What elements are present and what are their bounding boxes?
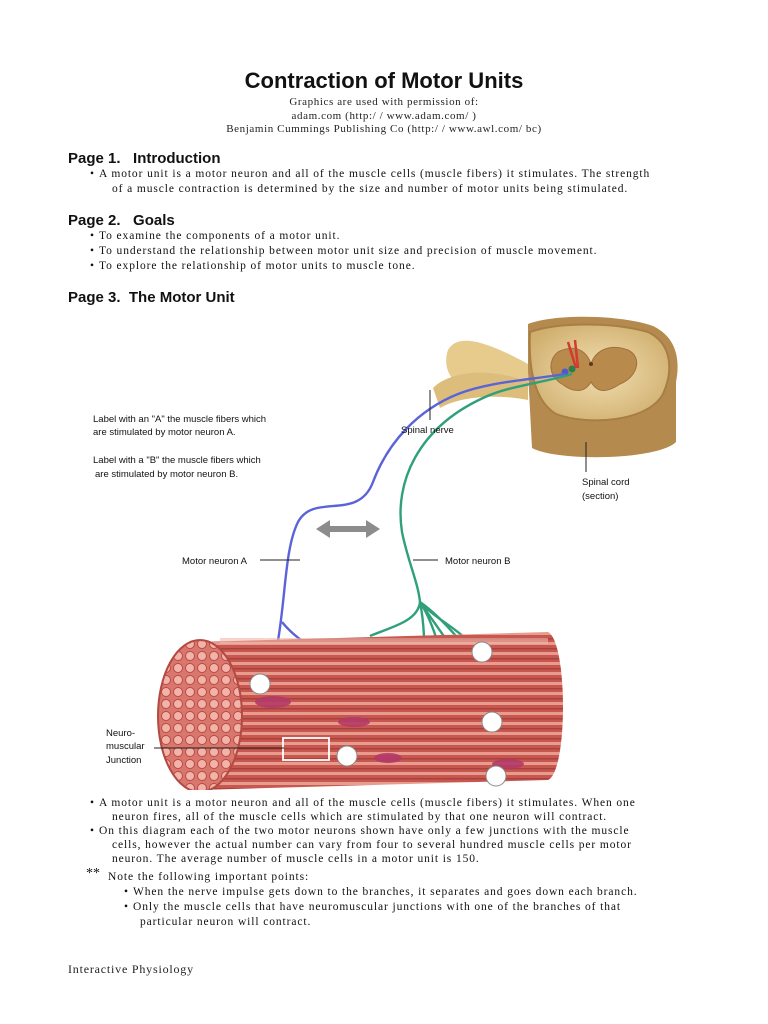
motor-unit-diagram: Label with an "A" the muscle fibers whic… bbox=[93, 316, 678, 790]
intro-text-2: of a muscle contraction is determined by… bbox=[112, 183, 629, 195]
instruction-a-line1: Label with an "A" the muscle fibers whic… bbox=[93, 414, 266, 425]
goal-text: To examine the components of a motor uni… bbox=[99, 230, 341, 242]
nmj-label-2: muscular bbox=[106, 741, 145, 752]
spinal-cord-label: Spinal cord bbox=[582, 477, 630, 488]
instruction-b-line1: Label with a "B" the muscle fibers which bbox=[93, 455, 261, 466]
point-text-2b: particular neuron will contract. bbox=[140, 916, 312, 928]
spinal-cord-section bbox=[528, 316, 678, 458]
intro-heading: Page 1. Introduction bbox=[68, 150, 221, 167]
label-circle[interactable] bbox=[336, 745, 358, 767]
note-text: A motor unit is a motor neuron and all o… bbox=[99, 797, 636, 809]
note-bullet-2: •On this diagram each of the two motor n… bbox=[90, 825, 630, 837]
note-text: On this diagram each of the two motor ne… bbox=[99, 825, 630, 837]
intro-bullet: •A motor unit is a motor neuron and all … bbox=[90, 168, 651, 180]
goals-heading: Page 2. Goals bbox=[68, 212, 175, 229]
goal-item: •To explore the relationship of motor un… bbox=[90, 260, 416, 272]
label-circle[interactable] bbox=[249, 673, 271, 695]
instruction-b-line2: are stimulated by motor neuron B. bbox=[95, 469, 238, 480]
motor-unit-heading: Page 3. The Motor Unit bbox=[68, 289, 235, 306]
credit-line-3: Benjamin Cummings Publishing Co (http:/ … bbox=[226, 123, 542, 135]
page-title: Contraction of Motor Units bbox=[244, 68, 524, 93]
double-arrow-icon bbox=[316, 520, 380, 538]
label-circle[interactable] bbox=[485, 765, 507, 787]
goal-item: •To examine the components of a motor un… bbox=[90, 230, 341, 242]
footer-text: Interactive Physiology bbox=[68, 962, 194, 976]
nerve-trunk bbox=[433, 372, 528, 408]
note-bullet-1: •A motor unit is a motor neuron and all … bbox=[90, 797, 636, 809]
goal-item: •To understand the relationship between … bbox=[90, 245, 598, 257]
label-circle[interactable] bbox=[481, 711, 503, 733]
goal-text: To understand the relationship between m… bbox=[99, 245, 598, 257]
credit-line-2: adam.com (http:/ / www.adam.com/ ) bbox=[291, 110, 477, 122]
nmj-label-1: Neuro- bbox=[106, 728, 135, 739]
point-text: Only the muscle cells that have neuromus… bbox=[133, 901, 621, 913]
note-text-2c: neuron. The average number of muscle cel… bbox=[112, 853, 480, 865]
motor-neuron-b-label: Motor neuron B bbox=[445, 556, 510, 567]
note-intro: Note the following important points: bbox=[108, 871, 310, 883]
point-text: When the nerve impulse gets down to the … bbox=[133, 886, 638, 898]
nmj-label-3: Junction bbox=[106, 755, 141, 766]
note-text-1b: neuron fires, all of the muscle cells wh… bbox=[112, 811, 608, 823]
note-text-2b: cells, however the actual number can var… bbox=[112, 839, 632, 851]
credit-line-1: Graphics are used with permission of: bbox=[289, 96, 479, 108]
instruction-a-line2: are stimulated by motor neuron A. bbox=[93, 427, 236, 438]
muscle-fascicle bbox=[157, 632, 563, 790]
intro-text-1: A motor unit is a motor neuron and all o… bbox=[99, 168, 651, 180]
point-bullet-2: •Only the muscle cells that have neuromu… bbox=[124, 901, 621, 913]
neuromuscular-junction-box bbox=[282, 737, 330, 761]
point-bullet-1: •When the nerve impulse gets down to the… bbox=[124, 886, 638, 898]
label-circle[interactable] bbox=[471, 641, 493, 663]
motor-neuron-a-label: Motor neuron A bbox=[182, 556, 248, 567]
note-asterisks: ** bbox=[86, 866, 100, 881]
spinal-cord-section-label: (section) bbox=[582, 491, 618, 502]
spinal-nerve-label: Spinal nerve bbox=[401, 425, 454, 436]
goal-text: To explore the relationship of motor uni… bbox=[99, 260, 416, 272]
